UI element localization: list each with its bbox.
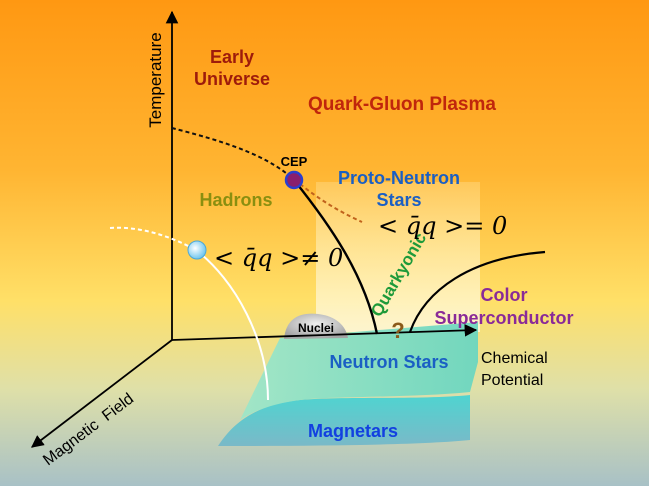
- first-order-line: [293, 179, 379, 335]
- magnetars-sheet: [218, 395, 470, 446]
- condensate-nonzero-label: < q̄q >≠ 0: [214, 244, 343, 272]
- condensate-zero-label: < q̄q >= 0: [378, 212, 507, 240]
- magnetic-critical-point: [187, 240, 207, 260]
- cep-orange-dashed: [299, 183, 363, 223]
- magnetic-dashed-line: [109, 226, 197, 251]
- hadrons-label: Hadrons: [199, 190, 272, 210]
- qgp-label: Quark-Gluon Plasma: [308, 94, 496, 115]
- question-mark: ?: [391, 318, 404, 343]
- chemical-potential-axis: [171, 324, 478, 341]
- proto-ns-label-line2: Stars: [376, 190, 421, 210]
- early-universe-label-line1: Early: [210, 47, 254, 67]
- crossover-line: [171, 127, 295, 181]
- magnetic-solid-line: [195, 249, 269, 401]
- color-sc-label-line2: Superconductor: [434, 308, 573, 328]
- temperature-label: Temperature: [146, 32, 165, 127]
- cep-point: [284, 170, 304, 190]
- proto-ns-label-line1: Proto-Neutron: [338, 168, 460, 188]
- chemical-label-line1: Chemical: [481, 350, 548, 367]
- cep-label: CEP: [281, 154, 308, 169]
- color-sc-label-line1: Color: [481, 285, 528, 305]
- neutron-stars-label: Neutron Stars: [329, 352, 448, 372]
- proto-neutron-region: [316, 182, 480, 332]
- chemical-label-line2: Potential: [481, 372, 543, 389]
- early-universe-label-line2: Universe: [194, 69, 270, 89]
- nuclei-label: Nuclei: [298, 321, 334, 335]
- neutron-star-band: [240, 322, 478, 420]
- magnetic-field-axis: [30, 339, 173, 448]
- color-sc-boundary: [408, 250, 546, 333]
- nuclei-dome: [284, 313, 348, 339]
- magnetars-label: Magnetars: [308, 421, 398, 441]
